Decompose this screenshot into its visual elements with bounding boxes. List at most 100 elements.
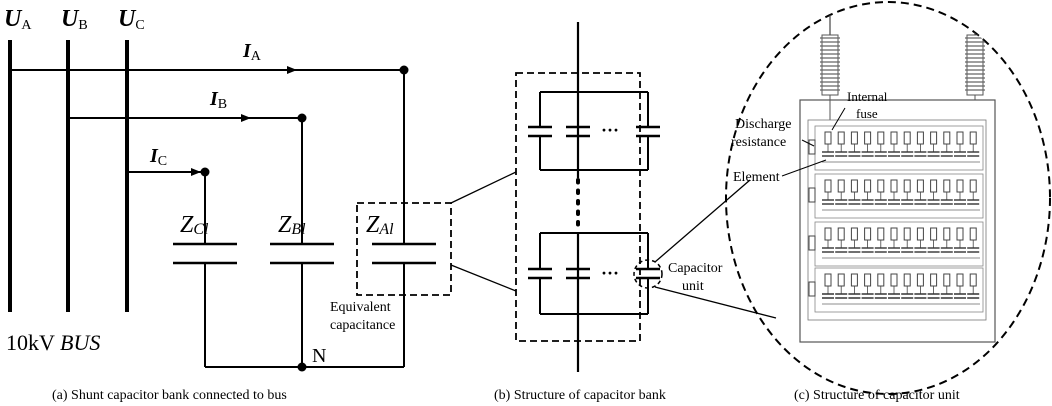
bank-cap-top-2 [566,125,590,138]
discharge-resistor [808,139,816,155]
connector-b-c-top [654,179,751,263]
discharge-label-line2: resistance [731,135,786,150]
internal-fuse [824,131,832,145]
bus-label-uc: UC [118,6,145,33]
internal-fuse [890,131,898,145]
element-label: Element [733,170,780,185]
internal-fuse [903,273,911,287]
discharge-resistor [808,187,816,203]
internal-fuse [850,131,858,145]
unit-inner-frame [807,119,987,321]
connector-a-b-bottom [450,264,517,292]
internal-fuse-label-line1: Internal [847,89,888,104]
internal-fuse [903,227,911,241]
internal-fuse [890,227,898,241]
internal-fuse [956,131,964,145]
bank-cap-bottom-1 [528,233,552,314]
capacitor-za [372,70,436,367]
unit-elements [814,125,984,313]
bushing-right [965,2,985,100]
bank-ellipsis-top: ··· [601,120,619,140]
internal-fuse [916,227,924,241]
capacitor-unit-marker [633,259,663,289]
capacitor-unit-label-line1: Capacitor [668,261,723,276]
internal-fuse-label-line2: fuse [856,106,878,121]
internal-fuse [969,227,977,241]
impedance-label-zb: ZBl [278,212,306,238]
internal-fuse [903,179,911,193]
element-row [814,125,984,171]
internal-fuse [877,131,885,145]
discharge-label-line1: Discharge [735,117,792,132]
internal-fuse [890,179,898,193]
internal-fuse [837,179,845,193]
bank-group-bottom: ··· [528,232,663,315]
internal-fuse [864,273,872,287]
bus-label-ub: UB [61,6,88,33]
internal-fuse [969,131,977,145]
panel-c-capacitor-unit: Internal fuse Discharge resistance Eleme… [725,1,1051,395]
internal-fuse-leader [831,107,846,131]
discharge-resistors [808,139,816,297]
bank-cap-bottom-2 [566,267,590,280]
internal-fuse [930,131,938,145]
element-row [814,267,984,313]
internal-fuse [943,227,951,241]
internal-fuse [903,131,911,145]
equivalent-box [356,202,452,296]
discharge-leader [801,139,815,147]
internal-fuse [916,273,924,287]
internal-fuse [837,131,845,145]
impedance-label-za: ZAl [366,212,394,238]
panel-b-capacitor-bank: ··· ··· [515,22,723,372]
discharge-resistor [808,281,816,297]
bank-cap-top-1 [528,92,552,170]
bank-cap-top-3 [636,92,660,170]
element-leader [781,159,827,177]
internal-fuse [837,227,845,241]
discharge-resistor [808,235,816,251]
internal-fuse [864,179,872,193]
element-row [814,173,984,219]
internal-fuse [890,273,898,287]
capacitor-zc [173,172,237,367]
caption-c: (c) Structure of capacitor unit [794,388,960,403]
internal-fuse [877,273,885,287]
internal-fuse [956,179,964,193]
internal-fuse [943,179,951,193]
internal-fuse [930,179,938,193]
internal-fuse [956,273,964,287]
impedance-label-zc: ZCl [180,212,209,238]
unit-dashed-ellipse [725,1,1051,395]
capacitor-zb [270,118,334,367]
connector-a-b-top [450,171,517,204]
unit-tank [799,99,996,343]
internal-fuse [850,179,858,193]
internal-fuse [824,227,832,241]
internal-fuse [864,131,872,145]
internal-fuse [969,179,977,193]
equivalent-label-line1: Equivalent [330,300,391,315]
internal-fuse [864,227,872,241]
internal-fuse [930,273,938,287]
internal-fuse [943,273,951,287]
bank-ellipsis-bottom: ··· [601,263,619,283]
current-label-ic: IC [149,145,167,169]
bushing-left [820,2,840,120]
internal-fuse [969,273,977,287]
internal-fuse [916,131,924,145]
bank-dashed-box [515,72,641,342]
element-row [814,221,984,267]
panel-a-shunt-capacitor-bus: UA UB UC IA IB IC [4,6,452,372]
bank-group-top: ··· [528,91,660,171]
current-label-ia: IA [242,40,262,64]
current-label-ib: IB [209,88,227,112]
internal-fuse [916,179,924,193]
capacitor-unit-label-line2: unit [682,279,704,294]
internal-fuse [877,227,885,241]
internal-fuse [930,227,938,241]
bank-cap-bottom-3 [636,233,660,314]
neutral-label: N [312,345,326,367]
internal-fuse [837,273,845,287]
internal-fuse [956,227,964,241]
